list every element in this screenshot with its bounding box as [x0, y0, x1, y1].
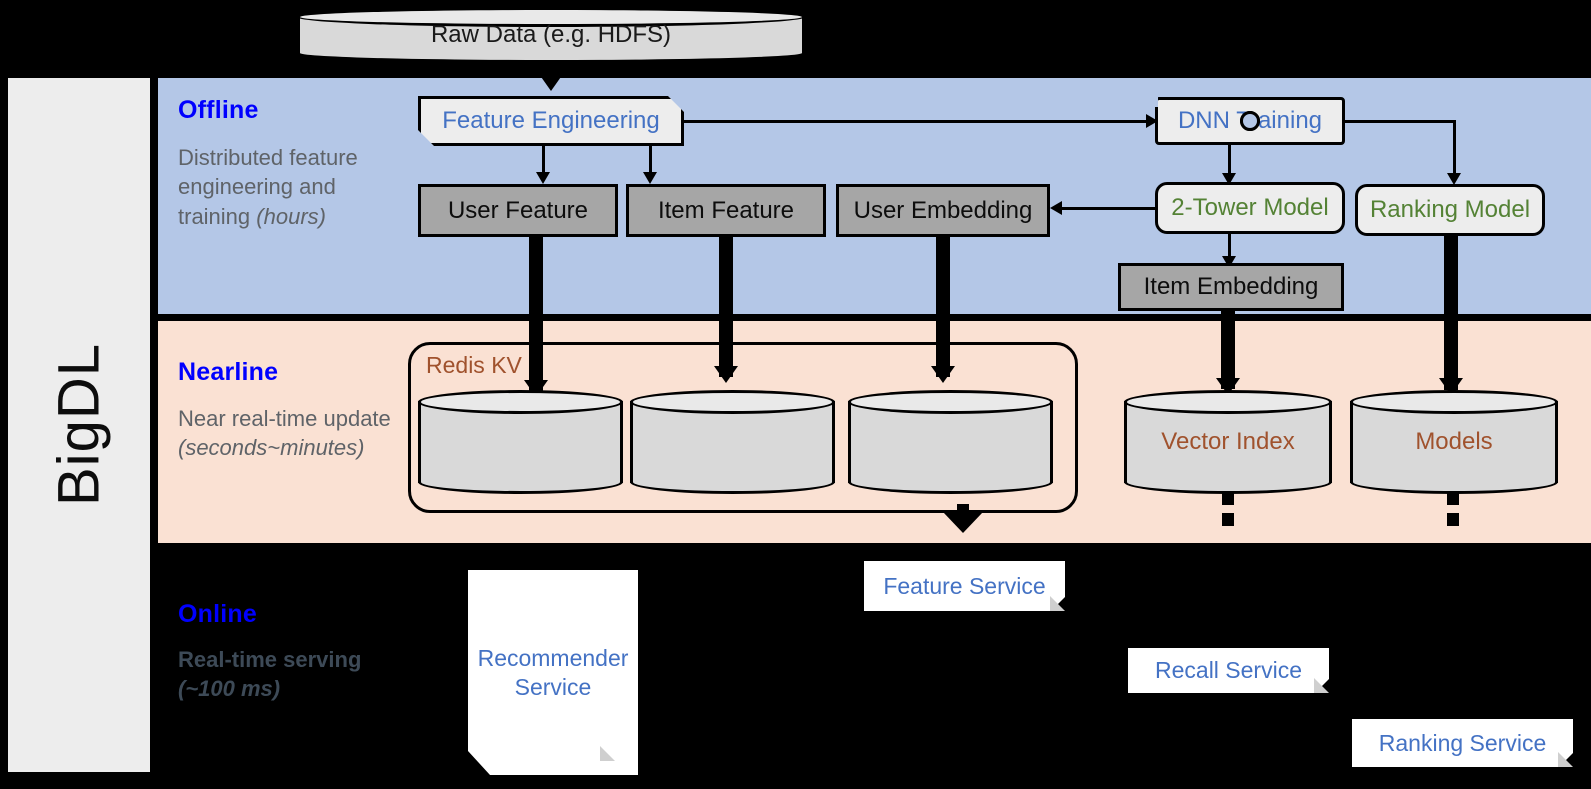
- stage-description-online: Real-time serving (~100 ms): [178, 645, 408, 704]
- cylinder-body: [1124, 401, 1332, 483]
- dnn-training-label: DNN Training: [1177, 107, 1323, 135]
- user-feature-label: User Feature: [447, 196, 589, 224]
- item-embedding-node[interactable]: Item Embedding: [1118, 263, 1344, 311]
- ranking-model-node[interactable]: Ranking Model: [1355, 184, 1545, 236]
- connector-fe-userfeature: [542, 146, 545, 175]
- recommender-service-node[interactable]: Recommender Service: [468, 570, 638, 775]
- notch-tl: [1155, 97, 1158, 107]
- arrowhead-twotower-userembedding: [1050, 201, 1062, 215]
- models-label: Models: [1415, 428, 1493, 455]
- online-desc-italic: (~100 ms): [178, 676, 281, 702]
- connector-twotower-userembedding: [1062, 207, 1155, 210]
- nearline-desc-italic: (seconds~minutes): [178, 435, 365, 461]
- connector-twotower-itemembedding: [1228, 234, 1231, 260]
- cylinder-top: [848, 390, 1053, 414]
- dnn-training-node[interactable]: DNN Training: [1155, 97, 1345, 145]
- redis-cylinder-user-embedding: [848, 390, 1053, 494]
- ranking-service-label: Ranking Service: [1378, 729, 1547, 756]
- feature-engineering-label: Feature Engineering: [442, 107, 660, 135]
- stage-title-nearline: Nearline: [178, 358, 279, 386]
- item-feature-node[interactable]: Item Feature: [626, 184, 826, 237]
- item-embedding-label: Item Embedding: [1143, 273, 1319, 301]
- ranking-service-node[interactable]: Ranking Service: [1352, 719, 1573, 767]
- stage-title-offline: Offline: [178, 96, 259, 124]
- arrowhead-itemfeature-redis: [714, 366, 738, 383]
- stub-models-2: [1447, 513, 1459, 526]
- stage-title-online: Online: [178, 600, 257, 628]
- recommender-service-label: Recommender Service: [477, 645, 629, 700]
- ranking-model-label: Ranking Model: [1369, 196, 1531, 224]
- offline-desc-italic: (hours): [256, 203, 326, 229]
- arrowhead-rediskv-featureservice: [943, 512, 983, 533]
- bigdl-label: BigDL: [46, 343, 112, 507]
- user-embedding-node[interactable]: User Embedding: [836, 184, 1050, 237]
- vector-index-label: Vector Index: [1161, 428, 1295, 455]
- arrowhead-fe-userfeature: [536, 172, 550, 184]
- nearline-desc-text: Near real-time update: [178, 406, 391, 431]
- redis-kv-container: [408, 342, 1078, 513]
- arrowhead-userembedding-redis: [931, 366, 955, 383]
- user-embedding-label: User Embedding: [853, 196, 1033, 224]
- connector-dnn-ranking-h: [1345, 120, 1456, 123]
- user-feature-node[interactable]: User Feature: [418, 184, 618, 237]
- pipe-rankingmodel-models: [1444, 236, 1458, 390]
- models-cylinder[interactable]: Models: [1350, 390, 1558, 494]
- connector-fe-itemfeature: [649, 146, 652, 175]
- feature-service-label: Feature Service: [883, 572, 1046, 599]
- recall-service-label: Recall Service: [1155, 657, 1302, 684]
- arrowhead-fe-itemfeature: [643, 172, 657, 184]
- recall-service-node[interactable]: Recall Service: [1128, 648, 1329, 693]
- raw-data-cylinder: Raw Data (e.g. HDFS): [297, 7, 805, 63]
- connector-dnn-twotower: [1228, 145, 1231, 177]
- bigdl-rail: BigDL: [8, 78, 150, 772]
- cylinder-body: [848, 401, 1053, 483]
- connector-dnn-ranking-v: [1453, 120, 1456, 177]
- redis-cylinder-user-feature: [418, 390, 623, 494]
- offline-desc-text: Distributed feature engineering and trai…: [178, 145, 358, 229]
- redis-cylinder-item-feature: [630, 390, 835, 494]
- cylinder-top: [418, 390, 623, 414]
- stub-vectorindex-2: [1222, 513, 1234, 526]
- cylinder-top: [1350, 390, 1558, 414]
- arrowhead-dnn-ranking: [1447, 173, 1461, 185]
- connector-fe-dnn: [684, 120, 1149, 123]
- feature-engineering-node[interactable]: Feature Engineering: [418, 96, 684, 146]
- stage-description-offline: Distributed feature engineering and trai…: [178, 143, 408, 231]
- online-desc-text: Real-time serving: [178, 647, 362, 672]
- stub-models-1: [1447, 492, 1459, 505]
- offline-nearline-divider: [158, 314, 1591, 321]
- cylinder-top: [1124, 390, 1332, 414]
- feature-service-node[interactable]: Feature Service: [864, 561, 1065, 611]
- stage-description-nearline: Near real-time update (seconds~minutes): [178, 404, 418, 463]
- cylinder-body: [630, 401, 835, 483]
- cylinder-body: [1350, 401, 1558, 483]
- two-tower-model-label: 2-Tower Model: [1171, 194, 1329, 222]
- raw-data-label: Raw Data (e.g. HDFS): [430, 21, 672, 48]
- pipe-userfeature-redis: [529, 237, 543, 391]
- redis-kv-label: Redis KV: [426, 352, 522, 378]
- pipe-itemembedding-vectorindex: [1221, 311, 1235, 389]
- cylinder-top: [297, 7, 805, 27]
- cylinder-body: [418, 401, 623, 483]
- item-feature-label: Item Feature: [657, 196, 795, 224]
- two-tower-model-node[interactable]: 2-Tower Model: [1155, 182, 1345, 234]
- arrowhead-rawdata-fe: [539, 74, 563, 91]
- cylinder-top: [630, 390, 835, 414]
- vector-index-cylinder[interactable]: Vector Index: [1124, 390, 1332, 494]
- stub-vectorindex-1: [1222, 492, 1234, 505]
